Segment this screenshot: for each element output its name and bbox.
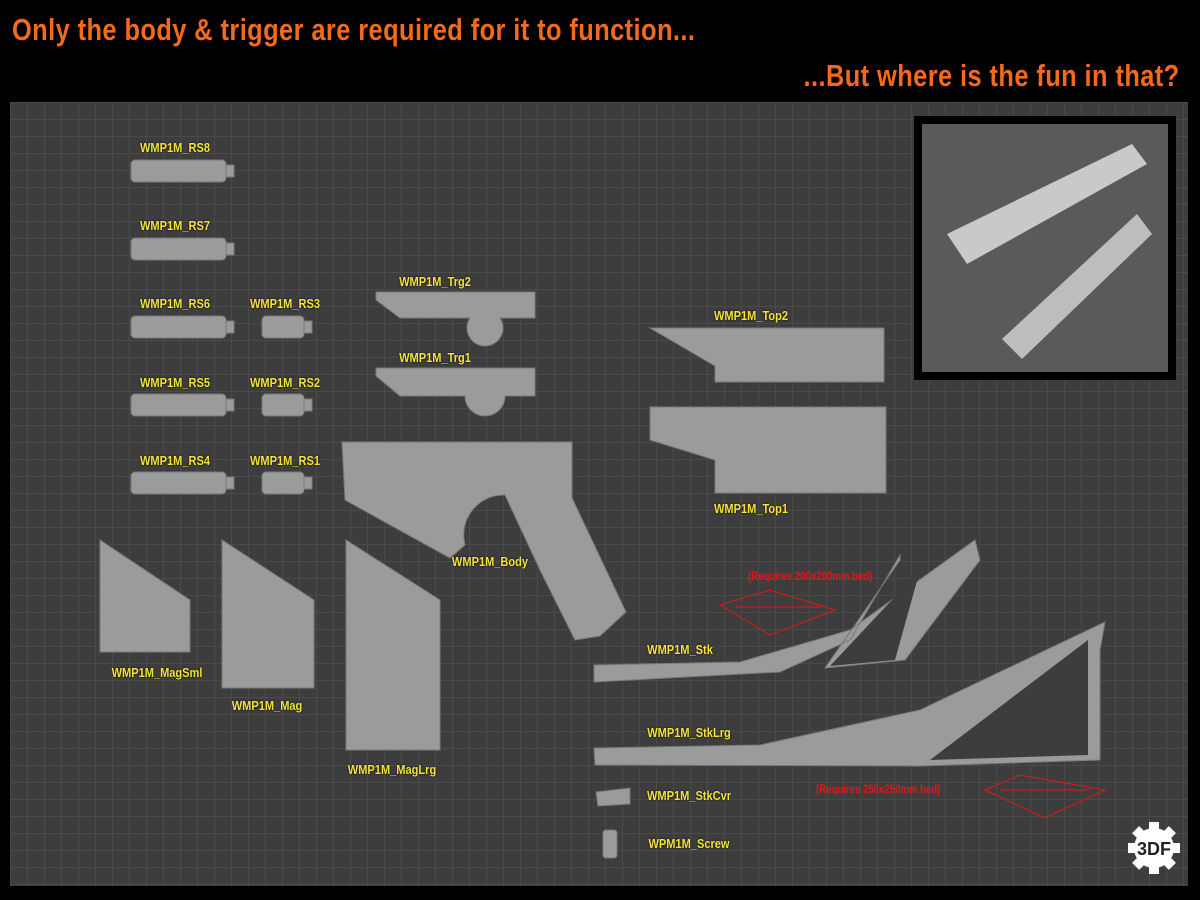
label-magsml: WMP1M_MagSml: [111, 665, 203, 680]
label-body: WMP1M_Body: [451, 554, 529, 569]
part-screw: [602, 829, 618, 859]
part-rs7: [130, 237, 235, 261]
note-bed-250: (Requires 250x250mm bed): [816, 782, 941, 796]
part-rs2: [261, 393, 313, 417]
bed-size-diagram-250: [983, 774, 1107, 819]
part-stk: [593, 539, 981, 683]
label-screw: WPM1M_Screw: [648, 836, 730, 851]
label-rs4: WMP1M_RS4: [139, 453, 211, 468]
label-maglrg: WMP1M_MagLrg: [347, 762, 437, 777]
label-top1: WMP1M_Top1: [713, 501, 789, 516]
label-stklrg: WMP1M_StkLrg: [647, 725, 731, 740]
label-rs3: WMP1M_RS3: [249, 296, 321, 311]
label-mag: WMP1M_Mag: [231, 698, 303, 713]
label-trg2: WMP1M_Trg2: [399, 274, 471, 289]
label-stkcvr: WMP1M_StkCvr: [646, 788, 732, 803]
3df-logo: 3DF: [1126, 820, 1182, 876]
part-rs1: [261, 471, 313, 495]
label-stk: WMP1M_Stk: [647, 642, 713, 657]
part-rs6: [130, 315, 235, 339]
part-body: [341, 441, 627, 641]
label-rs2: WMP1M_RS2: [249, 375, 321, 390]
label-trg1: WMP1M_Trg1: [399, 350, 471, 365]
label-rs5: WMP1M_RS5: [139, 375, 211, 390]
label-rs7: WMP1M_RS7: [139, 218, 211, 233]
part-rs8: [130, 159, 235, 183]
part-stkcvr: [595, 787, 631, 807]
part-mag: [221, 539, 315, 689]
label-rs6: WMP1M_RS6: [139, 296, 211, 311]
svg-text:3DF: 3DF: [1137, 839, 1171, 859]
part-trg1: [375, 367, 536, 417]
headline-line-1: Only the body & trigger are required for…: [12, 12, 696, 47]
part-rs3: [261, 315, 313, 339]
part-maglrg: [345, 539, 441, 751]
label-rs8: WMP1M_RS8: [139, 140, 211, 155]
label-top2: WMP1M_Top2: [713, 308, 789, 323]
part-magsml: [99, 539, 191, 653]
part-top2: [648, 327, 885, 383]
headline-line-2: ...But where is the fun in that?: [803, 58, 1180, 93]
bed-size-diagram-200: [718, 589, 837, 636]
preview-render: [947, 144, 1152, 359]
part-rs5: [130, 393, 235, 417]
label-rs1: WMP1M_RS1: [249, 453, 321, 468]
note-bed-200: (Requires 200x200mm bed): [748, 569, 873, 583]
part-top1: [649, 406, 887, 494]
part-trg2: [375, 291, 536, 347]
part-rs4: [130, 471, 235, 495]
preview-inset: [914, 116, 1176, 380]
